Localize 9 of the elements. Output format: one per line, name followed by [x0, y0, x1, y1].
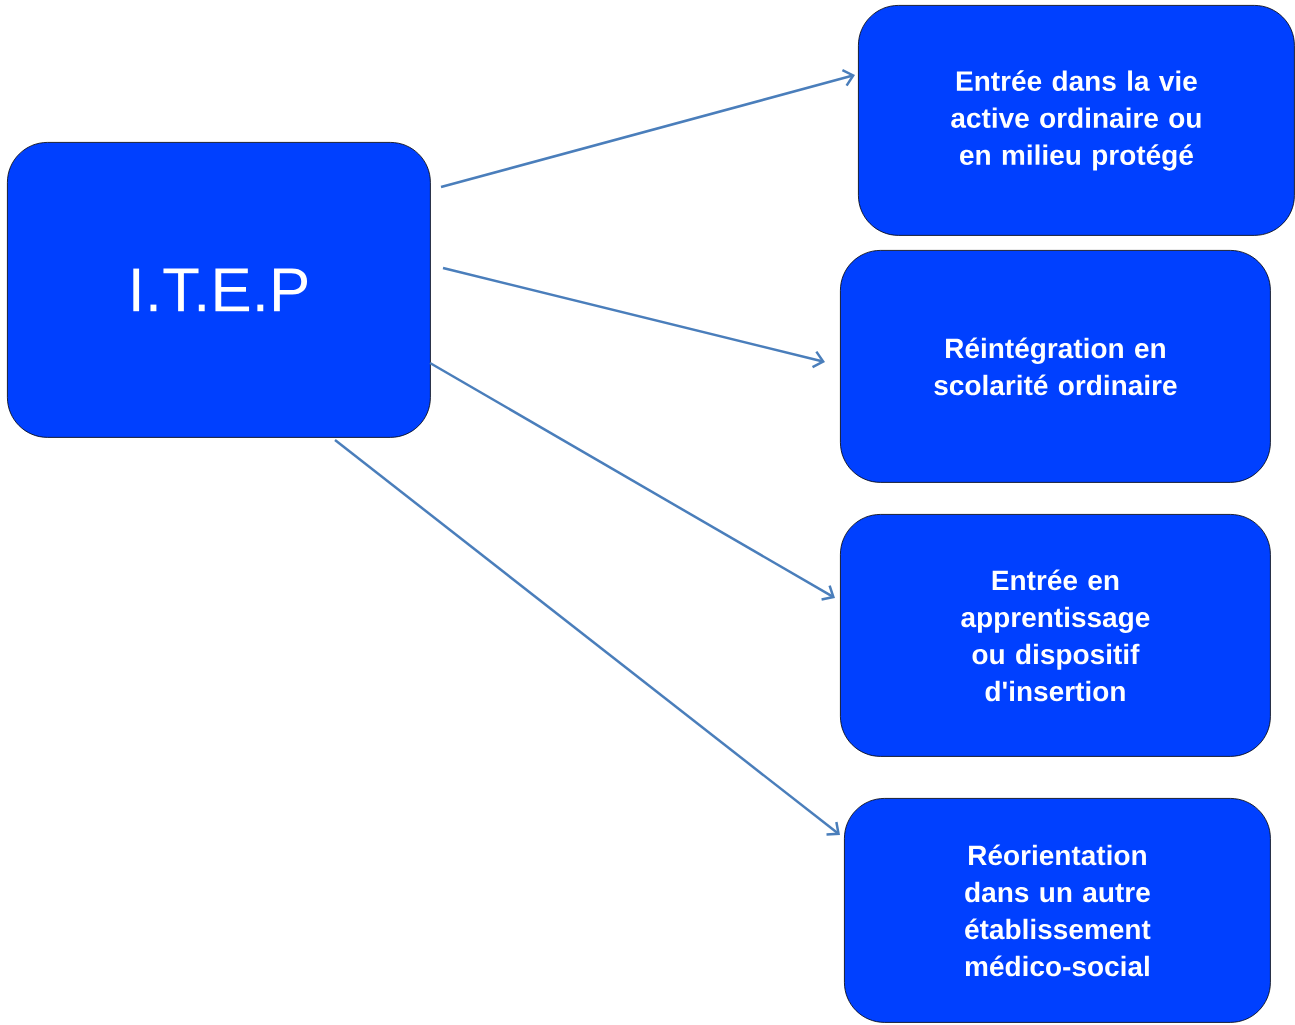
arrow [334, 439, 840, 836]
outcome-box: Réorientation dans un autre établissement médico-social [844, 798, 1271, 1023]
outcome-box: Réintégration en scolarité ordinaire [840, 250, 1271, 483]
start-box: I.T.E.P [7, 142, 431, 438]
arrow [442, 266, 825, 369]
outcome-box: Entrée dans la vie active ordinaire ou en milieu protégé [858, 5, 1295, 236]
outcome-box: Entrée en apprentissage ou dispositif d'insertion [840, 514, 1271, 757]
arrow [429, 361, 835, 601]
arrow [440, 69, 855, 189]
